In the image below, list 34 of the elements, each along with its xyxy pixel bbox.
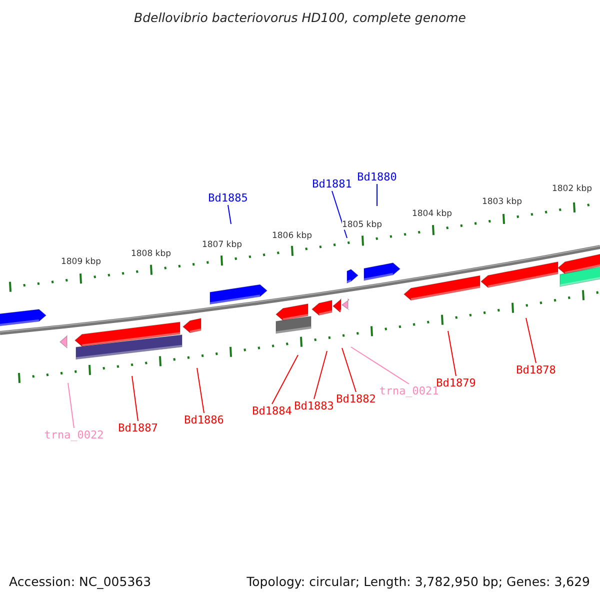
leader-line bbox=[314, 350, 328, 400]
leader-line bbox=[376, 184, 378, 206]
gene-label: Bd1880 bbox=[357, 172, 397, 182]
gene-label: trna_0021 bbox=[379, 386, 439, 396]
leader-line bbox=[342, 348, 356, 392]
title: Bdellovibrio bacteriovorus HD100, complete genome bbox=[134, 12, 466, 24]
scale-label: 1809 kbp bbox=[60, 258, 102, 266]
scale-label: 1802 kbp bbox=[552, 184, 592, 194]
leader-line bbox=[196, 368, 204, 414]
gene-label: Bd1882 bbox=[336, 394, 376, 404]
leader-line bbox=[68, 382, 74, 428]
gene-label: Bd1879 bbox=[436, 378, 476, 388]
gene-label: Bd1884 bbox=[252, 406, 292, 416]
scale-label: 1807 kbp bbox=[202, 240, 242, 250]
scale-label: 1806 kbp bbox=[272, 232, 312, 240]
gene-label: Bd1878 bbox=[516, 364, 556, 376]
gene-label: Bd1881 bbox=[312, 178, 352, 190]
accession-text: Accession: NC_005363 bbox=[9, 574, 152, 589]
genome-stats-text: Topology: circular; Length: 3,782,950 bp; Genes: 3,629 bbox=[246, 574, 590, 589]
gene-label: Bd1887 bbox=[118, 422, 158, 434]
leader-line bbox=[448, 330, 456, 376]
scale-label: 1805 kbp bbox=[342, 220, 382, 230]
gene-label: trna_0022 bbox=[44, 430, 104, 440]
leader-line bbox=[272, 354, 298, 404]
leader-line bbox=[526, 318, 536, 364]
gene-label: Bd1883 bbox=[294, 400, 334, 412]
gene-label: Bd1885 bbox=[208, 192, 248, 204]
leader-line bbox=[228, 204, 232, 224]
scale-label: 1808 kbp bbox=[130, 250, 172, 258]
scale-label: 1803 kbp bbox=[482, 198, 522, 206]
scale-label: 1804 kbp bbox=[412, 210, 452, 218]
gene-label: Bd1886 bbox=[184, 414, 224, 426]
leader-line bbox=[132, 376, 138, 422]
leader-line bbox=[350, 346, 410, 384]
